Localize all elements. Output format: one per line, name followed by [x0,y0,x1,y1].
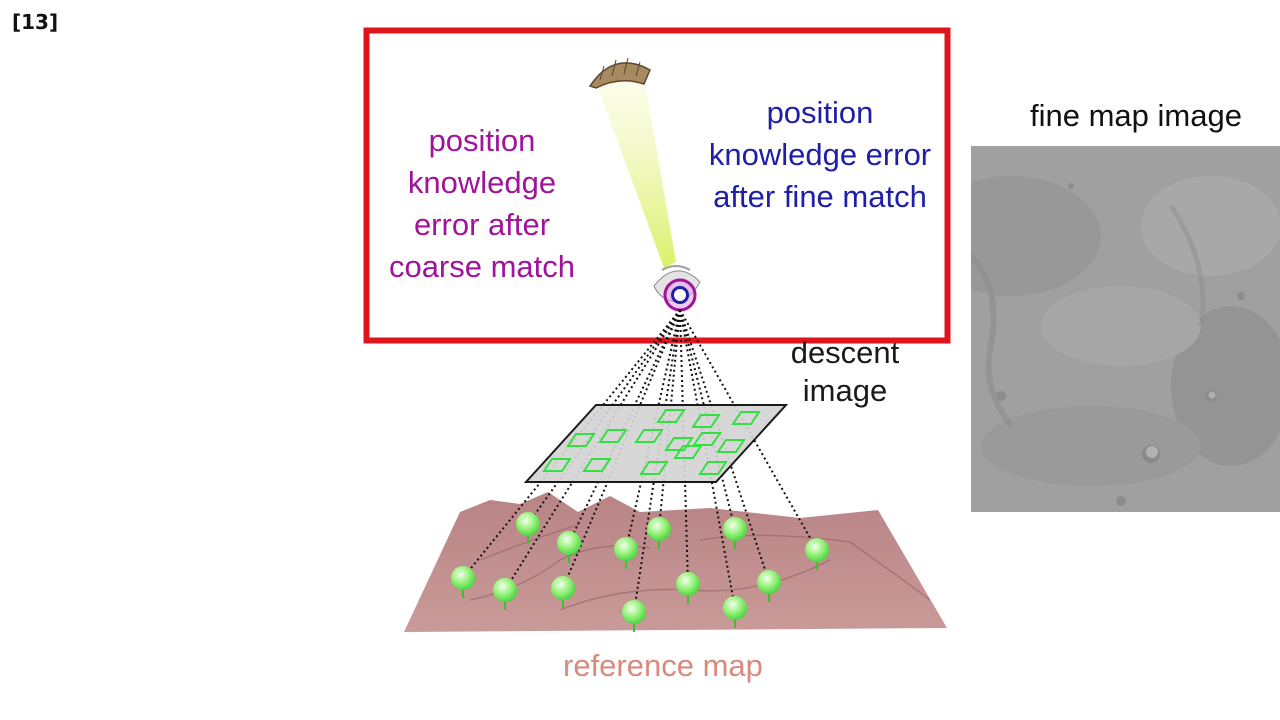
feature-marker [647,517,671,549]
matched-patch [691,414,721,428]
feature-marker [805,538,829,570]
matched-patch [716,439,746,453]
reference-map-label: reference map [563,648,763,683]
matched-patch [598,429,628,443]
feature-marker [723,517,747,549]
matched-patch [656,409,686,423]
matched-patch [634,429,664,443]
fine-map-image-label: fine map image [1030,98,1242,133]
projection-line [633,309,681,613]
parachute-icon [588,57,676,268]
matched-patch [582,458,612,472]
feature-marker [622,600,646,632]
descent-image [523,404,789,483]
projection-line [625,309,681,550]
feature-marker [551,576,575,608]
error-ellipse-icon [663,278,697,312]
feature-marker [451,566,475,598]
matched-patch [698,461,728,475]
slide-reference-number: [13] [12,10,59,34]
matched-patch [692,432,722,446]
feature-marker [493,578,517,610]
fine-map-image [971,146,1280,512]
feature-markers [451,512,829,632]
feature-marker [757,570,781,602]
projection-line [568,309,681,544]
coarse-match-error-label: position knowledge error after coarse ma… [388,123,576,284]
feature-marker [676,572,700,604]
projection-line [679,309,818,551]
matched-patch [542,458,572,472]
highlight-box [363,27,951,344]
matched-patch [639,461,669,475]
projection-line [679,309,689,585]
fine-match-error-label: position knowledge error after fine matc… [708,95,932,214]
feature-marker [516,512,540,544]
feature-marker [557,531,581,563]
matched-patch [731,411,761,425]
feature-marker [723,596,747,628]
matched-patch [664,437,694,451]
reference-map-terrain [404,492,947,632]
descent-image-label: descent image [790,335,900,408]
matched-patch [566,433,596,447]
feature-marker [614,537,638,569]
